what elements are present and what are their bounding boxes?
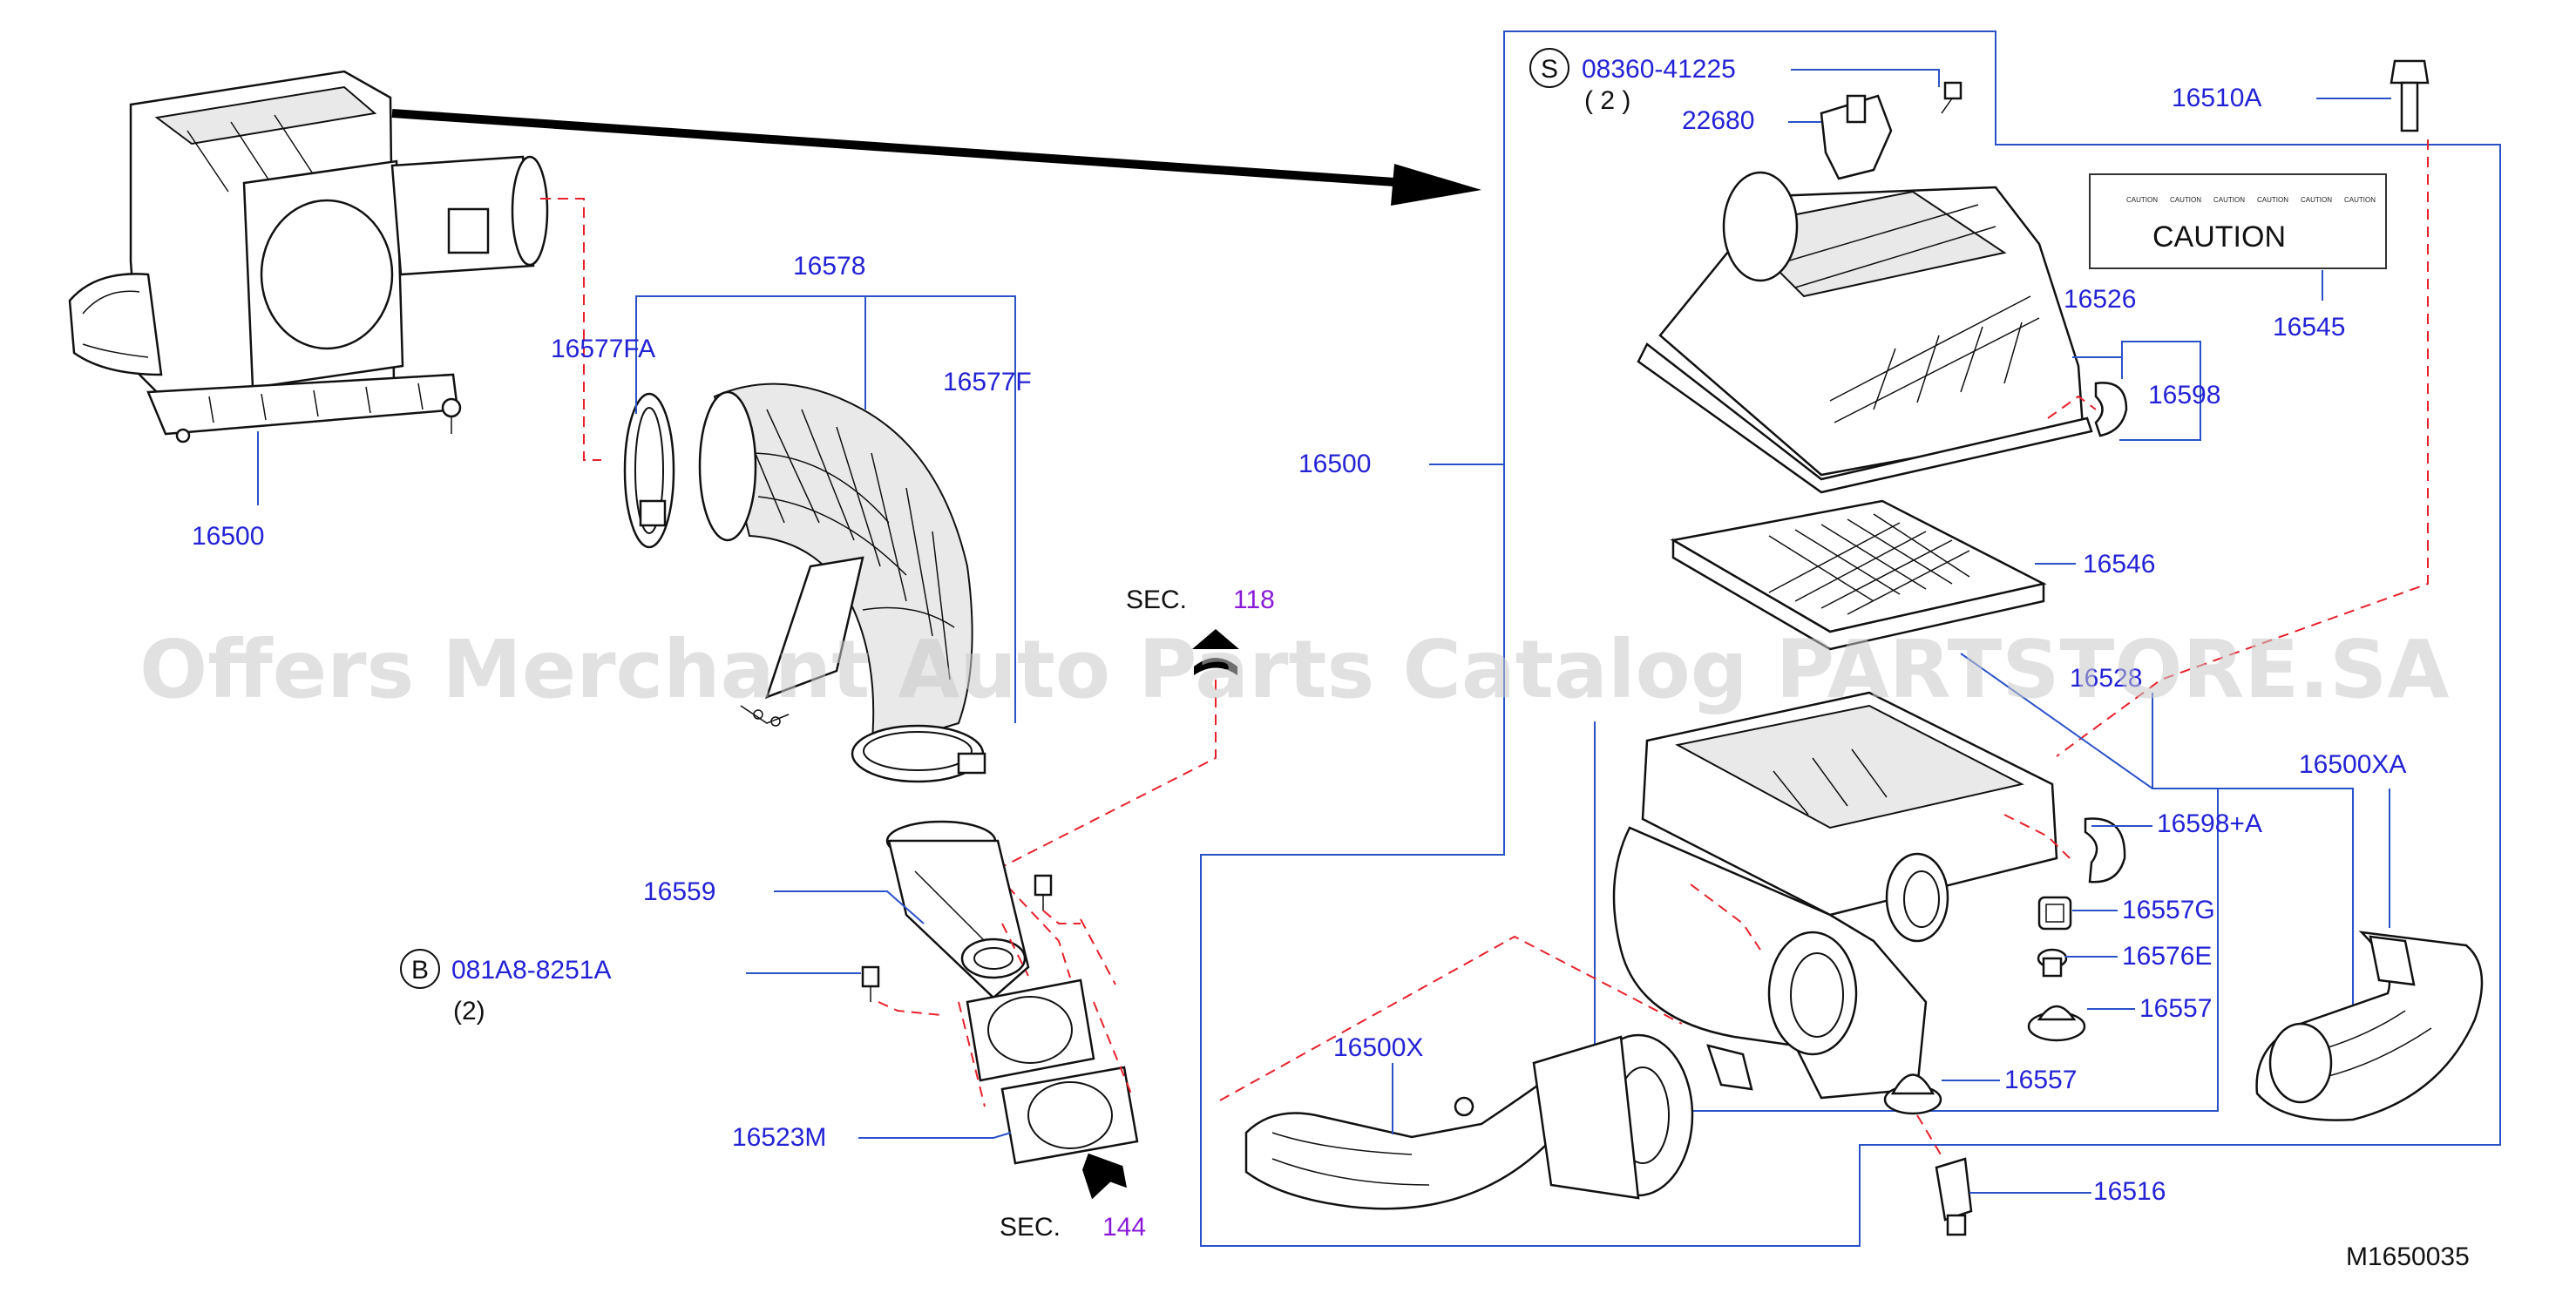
watermark-text: Offers Merchant Auto Parts Catalog PARTS…	[139, 623, 2450, 716]
label-16500-box: 16500	[1298, 450, 1371, 478]
bolt-b-drawing	[861, 965, 880, 1002]
air-cleaner-assembly-drawing	[68, 70, 549, 443]
label-16523M: 16523M	[732, 1123, 826, 1152]
label-16559: 16559	[643, 877, 715, 906]
clamp-16577FA-drawing	[623, 392, 675, 549]
air-cleaner-upper-cover-drawing	[1637, 171, 2093, 494]
label-16576E: 16576E	[2122, 942, 2212, 971]
label-22680: 22680	[1682, 106, 1754, 135]
s-part-number: 08360-41225	[1582, 55, 1736, 84]
gasket-16523M-drawing	[966, 978, 1139, 1165]
label-16546: 16546	[2083, 550, 2155, 579]
air-cleaner-lower-case-drawing	[1612, 691, 2058, 1100]
section-144-arrow	[1082, 1153, 1128, 1200]
clip-16598A-drawing	[2084, 817, 2126, 883]
sensor-22680-drawing	[1820, 94, 1893, 180]
air-duct-16578-drawing	[698, 382, 973, 751]
caution-small-4: CAUTION	[2257, 196, 2288, 204]
b-part-number: 081A8-8251A	[451, 956, 612, 985]
label-16516: 16516	[2093, 1177, 2166, 1206]
inlet-duct-16500X-drawing	[1244, 1033, 1694, 1210]
section-ref-118-prefix: SEC.	[1126, 586, 1187, 614]
dash-bolts	[878, 910, 1081, 1016]
label-16545: 16545	[2273, 313, 2345, 342]
adapter-16559-drawing	[885, 820, 1030, 999]
diagram-code: M1650035	[2346, 1242, 2470, 1271]
label-16598A: 16598+A	[2157, 809, 2262, 838]
dash-16510A	[2056, 139, 2429, 757]
dash-16500X	[1219, 935, 1683, 1101]
caution-small-5: CAUTION	[2301, 196, 2332, 204]
section-ref-144-prefix: SEC.	[1000, 1213, 1061, 1242]
screw-s-drawing	[1941, 81, 1963, 114]
leader-s-screw	[1791, 69, 1940, 87]
dash-lower-case	[1690, 814, 2071, 951]
mount-16557-b-drawing	[1883, 1073, 1942, 1115]
bolt-16510A-drawing	[2390, 59, 2430, 132]
section-118-arrow	[1192, 629, 1239, 675]
label-16526: 16526	[2064, 285, 2136, 314]
label-16578: 16578	[793, 252, 865, 281]
label-16557-b: 16557	[2004, 1066, 2077, 1094]
grommet-16557G-drawing	[2037, 896, 2072, 931]
s-symbol: S	[1541, 55, 1558, 84]
section-ref-144-number: 144	[1102, 1213, 1146, 1242]
caution-small-3: CAUTION	[2213, 196, 2245, 204]
section-ref-118-number: 118	[1233, 586, 1275, 614]
filter-element-16546-drawing	[1670, 499, 2047, 651]
label-16500-left: 16500	[192, 522, 264, 551]
b-symbol: B	[411, 956, 429, 985]
caution-small-6: CAUTION	[2344, 196, 2376, 204]
dash-assembly-to-duct	[540, 198, 601, 461]
b-quantity: (2)	[453, 997, 485, 1026]
leader-16523M	[858, 1132, 1012, 1139]
leader-16526	[2072, 341, 2201, 441]
label-16598: 16598	[2148, 381, 2220, 410]
label-16528: 16528	[2070, 664, 2142, 693]
label-16557G: 16557G	[2122, 896, 2215, 924]
dash-sec118	[992, 680, 1217, 978]
caution-small-1: CAUTION	[2126, 196, 2158, 204]
bolt-top-drawing	[1034, 874, 1053, 911]
collar-16576E-drawing	[2037, 948, 2068, 978]
pin-16516-drawing	[1935, 1157, 1973, 1236]
clip-16598-drawing	[2094, 382, 2128, 437]
label-16557-a: 16557	[2139, 994, 2212, 1023]
dash-gaskets	[958, 918, 1134, 1107]
label-16577FA: 16577FA	[551, 335, 655, 363]
clamp-16577F-drawing	[851, 724, 986, 783]
assembly-arrow	[391, 109, 1481, 206]
label-16510A: 16510A	[2172, 84, 2261, 112]
leader-16559	[774, 890, 925, 924]
dash-16598	[2047, 395, 2097, 419]
s-symbol-circle	[1529, 48, 1569, 88]
assembly-frame	[1200, 30, 2501, 1247]
caution-small-2: CAUTION	[2170, 196, 2201, 204]
label-16577F: 16577F	[943, 368, 1032, 396]
b-symbol-circle	[400, 949, 440, 989]
s-quantity: ( 2 )	[1584, 86, 1630, 115]
duct-16500XA-drawing	[2255, 931, 2484, 1121]
caution-label-box	[2089, 173, 2387, 269]
dash-16516	[1916, 1114, 1944, 1160]
caution-title: CAUTION	[2152, 220, 2286, 254]
mount-16557-a-drawing	[2027, 1005, 2086, 1042]
label-16500X: 16500X	[1333, 1033, 1423, 1062]
label-16500XA: 16500XA	[2299, 750, 2406, 779]
